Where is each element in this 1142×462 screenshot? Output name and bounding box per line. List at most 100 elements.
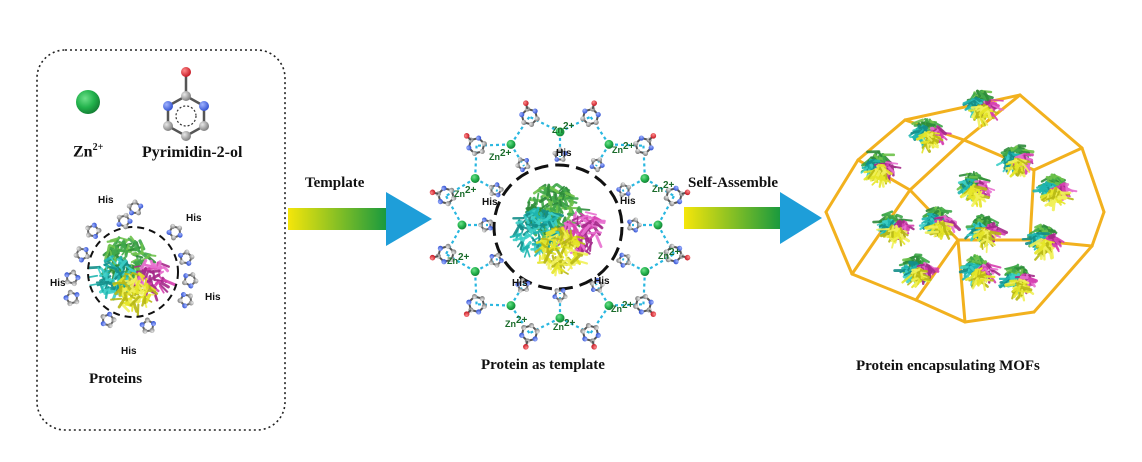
pyrimidinol-ring-icon — [519, 322, 540, 350]
zn-tag: Zn2+ — [552, 121, 575, 135]
imidazole-ring-icon — [616, 252, 632, 268]
imidazole-ring-icon — [488, 252, 504, 268]
pyrimidinol-molecule-icon — [163, 67, 209, 141]
template-arrow-label: Template — [305, 175, 365, 191]
imidazole-ring-icon — [166, 223, 183, 241]
zn-ion-icon — [604, 139, 614, 149]
zn-tag: Zn2+ — [489, 148, 512, 162]
his-label: His — [512, 278, 528, 289]
protein-cluster — [956, 170, 996, 208]
proteins-label: Proteins — [89, 371, 143, 387]
cage-edge — [856, 118, 907, 162]
pyrimidinol-ring-icon — [663, 185, 691, 207]
his-label: His — [98, 195, 114, 206]
his-label: His — [50, 278, 66, 289]
zn-ion-icon — [506, 139, 516, 149]
protein-cluster — [1021, 223, 1065, 261]
cage-edge — [824, 210, 854, 276]
cage-edge — [963, 310, 1036, 324]
imidazole-ring-icon — [589, 157, 605, 173]
zn-tag: Zn2+ — [447, 252, 470, 266]
pyrimidinol-ring-icon — [663, 243, 691, 265]
legend-panel — [36, 49, 286, 431]
zn-ion-icon — [640, 173, 650, 183]
zn-tag: Zn2+ — [612, 141, 635, 155]
zn-ion-icon — [653, 220, 663, 230]
zn-tag: Zn2+ — [652, 180, 675, 194]
imidazole-ring-icon — [63, 289, 80, 307]
self-assemble-arrow-label: Self-Assemble — [688, 175, 778, 191]
cage-edge — [1018, 93, 1084, 150]
zn-tag: Zn2+ — [454, 185, 477, 199]
zn-tag: Zn2+ — [505, 315, 528, 329]
protein-cluster — [908, 118, 952, 154]
imidazole-ring-icon — [515, 157, 531, 173]
imidazole-ring-icon — [139, 317, 157, 334]
protein-cluster — [509, 183, 606, 277]
his-label: His — [186, 213, 202, 224]
pyrimidinol-ring-icon — [580, 322, 601, 350]
his-label: His — [121, 346, 137, 357]
pyrimidinol-ring-icon — [463, 293, 487, 317]
cage-edge — [914, 298, 967, 324]
zn-ion-icon — [76, 90, 100, 114]
pyrimidinol-ring-icon — [633, 133, 657, 157]
zn-ion-icon — [470, 173, 480, 183]
pyrimidinol-ring-icon — [463, 133, 487, 157]
cage-edge — [1032, 146, 1084, 172]
zn-ion-icon — [640, 267, 650, 277]
zn-tag: Zn2+ — [658, 247, 681, 261]
protein-cluster — [958, 254, 1002, 292]
protein-boundary — [492, 163, 624, 291]
zn-ion-icon — [604, 301, 614, 311]
protein-cluster — [893, 253, 940, 289]
zn-label: Zn2+ — [73, 142, 104, 161]
protein-cluster — [872, 210, 915, 249]
imidazole-ring-icon — [552, 288, 568, 303]
cage-edge — [1090, 210, 1106, 248]
protein-cluster — [1032, 173, 1078, 212]
imidazole-ring-icon — [100, 311, 117, 329]
protein-cluster — [918, 206, 961, 240]
imidazole-ring-icon — [552, 147, 568, 162]
imidazole-ring-icon — [116, 212, 133, 230]
pyrimidinol-ring-icon — [580, 100, 601, 128]
cage-edge — [824, 158, 860, 214]
imidazole-ring-icon — [515, 277, 531, 293]
imidazole-ring-icon — [627, 217, 642, 233]
protein-boundary — [87, 226, 179, 318]
cage-edge — [908, 138, 966, 192]
imidazole-ring-icon — [73, 246, 91, 263]
cage-edge — [850, 272, 918, 302]
cage-edge — [903, 93, 1022, 122]
ligand-label: Pyrimidin-2-ol — [142, 144, 243, 161]
cage-edge — [1080, 146, 1106, 214]
protein-cluster — [998, 263, 1038, 302]
zn-ion-icon — [555, 313, 565, 323]
zn-tag: Zn2+ — [553, 318, 576, 332]
cage-edge — [1028, 168, 1036, 242]
cage-edge — [850, 188, 912, 276]
protein-cluster — [87, 235, 177, 318]
imidazole-ring-icon — [616, 182, 632, 198]
his-label: His — [620, 196, 636, 207]
zn-ion-icon — [457, 220, 467, 230]
imidazole-ring-icon — [64, 269, 81, 287]
mof-cage — [824, 89, 1106, 324]
cage-edge — [956, 238, 967, 324]
zn-ion-icon — [555, 127, 565, 137]
pyrimidinol-ring-icon — [429, 243, 457, 265]
imidazole-ring-icon — [478, 217, 493, 233]
protein-cluster — [962, 89, 1005, 129]
his-label: His — [594, 276, 610, 287]
pyrimidinol-ring-icon — [519, 100, 540, 128]
protein-with-histidines — [63, 199, 199, 334]
cage-edge — [1032, 244, 1094, 314]
template-arrow[interactable] — [288, 192, 432, 246]
protein-cluster — [996, 144, 1035, 178]
his-label: His — [556, 148, 572, 159]
imidazole-ring-icon — [178, 249, 195, 266]
self-assemble-arrow[interactable] — [684, 192, 822, 244]
